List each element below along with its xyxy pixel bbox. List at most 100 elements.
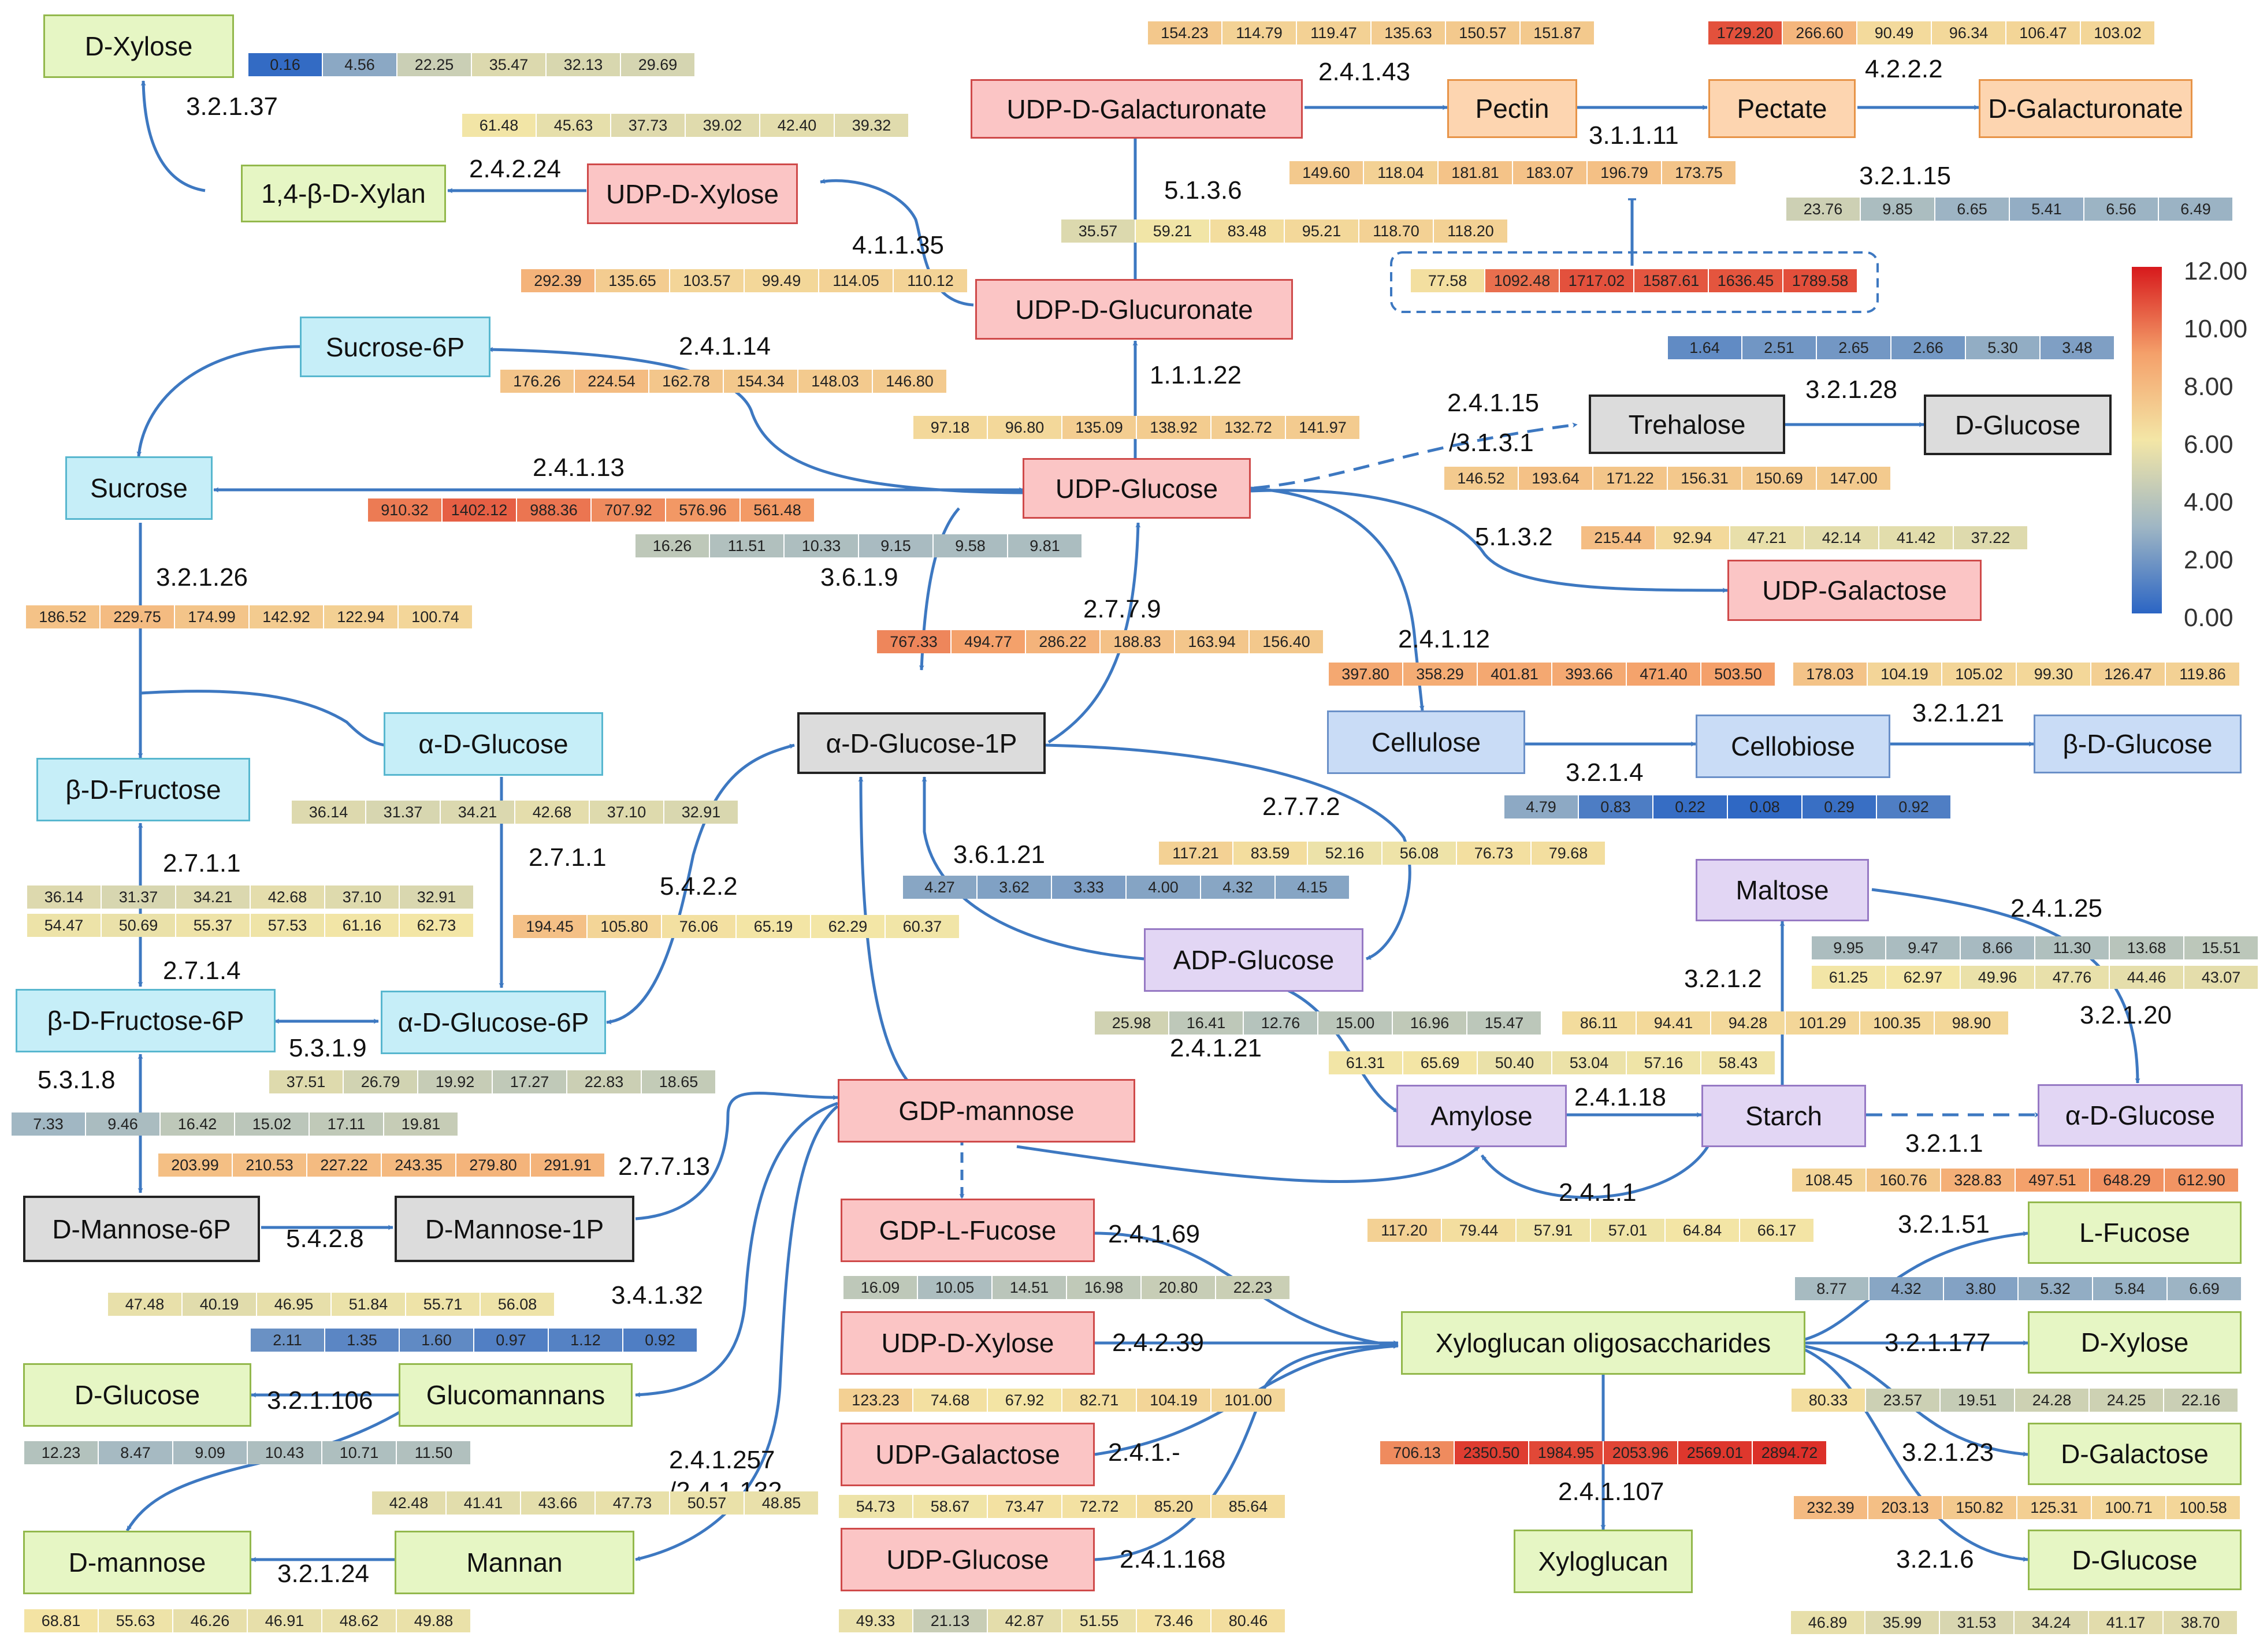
expression-cell: 4.32 [1201,876,1276,899]
node-sucrose: Sucrose [65,456,213,520]
enzyme-label: 2.4.1.18 [1574,1083,1667,1111]
expression-cell: 73.46 [1137,1609,1211,1632]
expression-cell: 150.69 [1742,467,1817,490]
expression-cell: 194.45 [513,915,588,938]
expression-cell: 13.68 [2110,936,2184,959]
expression-cell: 83.48 [1210,219,1285,243]
node-xylan: 1,4-β-D-Xylan [241,165,446,222]
expression-cell: 48.62 [322,1609,397,1632]
enzyme-label: 2.4.1.12 [1398,625,1491,653]
enzyme-label: 2.7.1.1 [163,849,241,877]
colorbar-tick: 10.00 [2184,315,2248,343]
expression-cell: 706.13 [1380,1441,1455,1464]
expression-cell: 156.40 [1250,630,1324,653]
expression-cell: 80.33 [1792,1389,1866,1412]
expression-cell: 156.31 [1668,467,1742,490]
enzyme-label: 2.4.1.1 [1559,1178,1637,1207]
expression-cell: 57.91 [1517,1219,1591,1242]
enzyme-label: 3.2.1.24 [277,1560,370,1588]
node-d-mannose-1p: D-Mannose-1P [395,1196,634,1262]
enzyme-label: 2.7.1.1 [529,843,607,872]
expression-cell: 92.94 [1656,526,1730,549]
expression-cell: 99.30 [2017,663,2091,686]
expression-cell: 36.14 [292,801,366,824]
expression-cell: 16.26 [635,534,710,557]
node-d-xylose-top: D-Xylose [43,14,234,78]
expression-cell: 97.18 [913,416,988,439]
expression-cell: 4.15 [1276,876,1350,899]
enzyme-label: 2.4.1.43 [1318,58,1411,86]
expression-cell: 1729.20 [1708,21,1783,44]
node-xyloglucan-oligo: Xyloglucan oligosaccharides [1401,1311,1805,1375]
edge-sucrose6p-sucrose [136,345,301,457]
expression-cell: 98.90 [1935,1011,2009,1035]
edge-udpglucose-sucrose6p [488,347,1023,494]
expression-cell: 40.19 [183,1293,257,1316]
expression-cell: 85.20 [1137,1495,1211,1518]
expression-cell: 100.71 [2092,1496,2166,1519]
expression-cell: 35.57 [1061,219,1136,243]
expression-cell: 41.42 [1879,526,1954,549]
expression-cell: 4.79 [1504,795,1579,818]
expression-cell: 2350.50 [1455,1441,1529,1464]
expression-cell: 149.60 [1289,161,1364,184]
expression-cell: 73.47 [988,1495,1062,1518]
expression-cell: 80.46 [1211,1609,1286,1632]
node-sucrose-6p: Sucrose-6P [300,317,490,377]
expression-cell: 150.57 [1446,21,1521,44]
expression-cell: 397.80 [1329,663,1403,686]
expression-cell: 47.73 [596,1491,670,1515]
expression-cell: 6.69 [2168,1277,2242,1300]
expression-cell: 471.40 [1627,663,1701,686]
expression-cell: 37.73 [611,114,686,137]
expression-cell: 707.92 [592,498,666,522]
expression-cell: 60.37 [886,915,960,938]
node-starch: Starch [1701,1085,1866,1147]
expression-cell: 186.52 [26,605,101,628]
node-d-glucose-bottom-right: D-Glucose [2028,1530,2242,1590]
expression-cell: 286.22 [1026,630,1101,653]
expression-cell: 55.37 [176,914,251,937]
expression-cell: 154.34 [724,370,798,393]
expression-cell: 123.23 [839,1389,913,1412]
expression-cell: 3.62 [978,876,1052,899]
expression-cell: 42.40 [760,114,835,137]
expression-cell: 43.07 [2184,966,2259,989]
expression-cell: 1.60 [400,1329,474,1352]
expression-cell: 20.80 [1142,1276,1216,1299]
expression-cell: 46.26 [173,1609,248,1632]
enzyme-label: 2.7.7.13 [618,1152,711,1181]
expression-cell: 203.13 [1868,1496,1943,1519]
expression-cell: 118.04 [1364,161,1439,184]
edge-gdpmannose-amylose [1016,1145,1480,1183]
expression-cell: 173.75 [1662,161,1737,184]
expression-cell: 19.51 [1941,1389,2015,1412]
expression-cell: 358.29 [1403,663,1478,686]
enzyme-label: 4.1.1.35 [852,231,945,259]
enzyme-label: 2.4.1.15 [1447,389,1540,417]
expression-cell: 51.55 [1062,1609,1137,1632]
inhibitor-box [1390,251,1879,313]
node-alpha-d-glucose: α-D-Glucose [384,712,603,776]
expression-cell: 10.43 [248,1441,322,1464]
expression-cell: 43.66 [521,1491,596,1515]
expression-cell: 162.78 [649,370,724,393]
expression-cell: 22.25 [397,53,472,76]
expression-cell: 76.06 [662,915,737,938]
edge-starch-amylose [1480,1141,1712,1199]
expression-cell: 14.51 [993,1276,1067,1299]
expression-cell: 65.19 [737,915,811,938]
